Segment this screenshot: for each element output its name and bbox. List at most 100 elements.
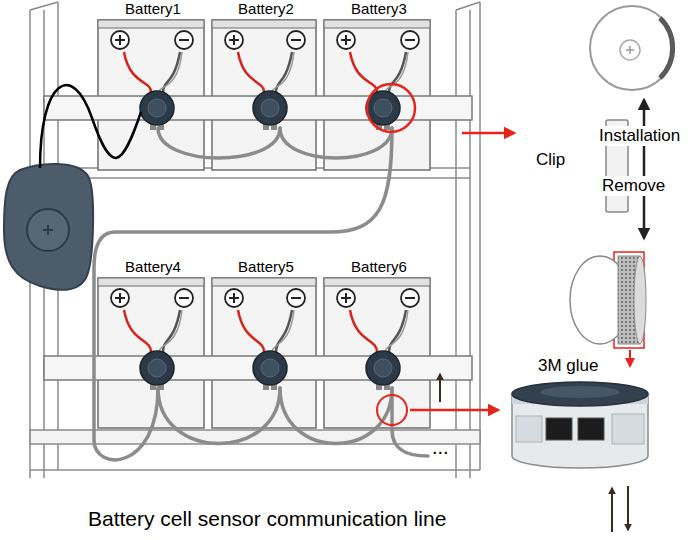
communication-cable [392,388,428,456]
battery-body [324,20,430,28]
sensor-side-view [634,256,646,344]
sensor-closeup [546,418,572,440]
battery-body [225,289,243,307]
cell-sensor [140,91,400,390]
battery-body [233,35,235,45]
battery-body [345,293,347,303]
battery-box: Battery2 [212,20,320,170]
battery-label: Battery4 [98,258,208,276]
cell-sensor [148,359,166,377]
battery-body [98,20,204,28]
battery-label: Battery1 [98,0,208,18]
collector-device [4,164,93,290]
terminal-wire [385,52,408,92]
sensor-front-view [590,6,674,90]
battery-box: Battery4 [98,278,208,428]
terminal-wire [159,52,182,92]
callout-mark [377,395,407,425]
rack-frame [30,469,480,471]
battery-label: Battery2 [212,0,320,18]
battery-body [98,278,204,428]
communication-cable [158,128,280,158]
cell-sensor [374,359,392,377]
rack-frame [479,2,481,470]
rack-frame [456,2,480,10]
terminal-wire [272,310,294,352]
shelf-rail [44,96,472,380]
battery-box: Battery6 [324,278,434,428]
battery-body [401,289,419,307]
battery-body [324,278,430,286]
battery-body [179,39,189,41]
terminal-wire [238,310,264,352]
sensor-side-view [570,256,646,344]
cell-sensor [140,351,174,385]
battery-box: Battery3 [324,20,434,170]
cell-sensor [261,359,279,377]
battery-body [345,35,347,45]
battery-label: Battery5 [212,258,320,276]
battery-label: Battery3 [324,0,434,18]
terminal-wire [350,310,377,352]
sensor-front-view [620,40,640,60]
communication-cable [158,388,280,444]
cell-sensor [253,91,287,125]
action-label: Remove [600,176,667,196]
terminal-wire [159,310,182,352]
part-label: 3M glue [536,356,600,376]
battery-body [119,293,121,303]
cell-sensor [366,351,400,385]
communication-cable [280,388,392,444]
battery-box: Battery1 [98,20,208,170]
battery-body [212,20,316,28]
collector-cable [40,85,141,168]
battery-body [179,297,189,299]
battery-body [287,289,305,307]
cell-sensor [140,91,174,125]
terminal-wire [238,52,264,92]
sensor-closeup [512,382,648,406]
battery-body [337,31,355,49]
rack-frame [455,10,457,478]
sensor-closeup [612,414,644,444]
battery-body [175,289,193,307]
terminal-wire [124,52,151,92]
battery-body [291,39,301,41]
mounting-clip [606,120,628,212]
callout-mark [629,350,631,366]
caption-label: Battery cell sensor communication line [86,507,448,531]
rack-frame [469,10,471,478]
communication-cable [94,128,392,460]
battery-body [401,31,419,49]
callout-mark [462,132,514,135]
collector-device [4,164,93,290]
sensor-front-view [590,6,674,90]
collector-device [27,209,69,251]
communication-cable [280,128,392,158]
part-label: Clip [534,150,567,170]
callout-mark [410,409,498,412]
battery-body [287,31,305,49]
battery-body [212,278,316,286]
rack-frame [44,177,470,179]
battery-body [119,35,121,45]
communication-cable [94,128,428,460]
battery-body [233,293,235,303]
battery-body [98,20,430,428]
battery-body [291,297,301,299]
install-arrow [643,100,646,238]
action-label: Installation [597,126,682,146]
battery-body [324,278,430,428]
sensor-closeup [578,418,604,440]
battery-body [111,289,129,307]
battery-body [212,278,316,428]
ellipsis-mark: ... [430,436,451,459]
battery-body [405,297,415,299]
terminal-wire [272,52,294,92]
rack-frame [30,2,480,478]
sensor-closeup [512,382,648,468]
cell-sensor [253,351,287,385]
